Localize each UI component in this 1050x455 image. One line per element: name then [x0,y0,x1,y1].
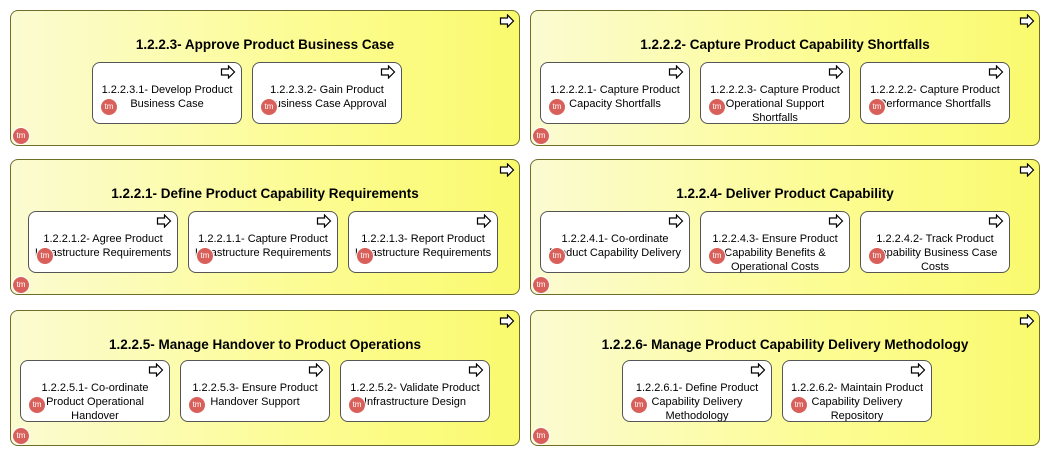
tm-badge-icon: tm [12,276,30,294]
activity-arrow-icon [988,214,1004,228]
activity-label: 1.2.2.1.1- Capture Product Infrastructur… [194,233,332,259]
activity-label: 1.2.2.2.3- Capture Product Operational S… [710,84,840,124]
tm-badge-icon: tm [868,98,886,116]
tm-badge-icon: tm [12,427,30,445]
activity-label: 1.2.2.5.3- Ensure Product Handover Suppo… [192,382,318,408]
activity-arrow-icon [1019,314,1035,328]
group-manage-handover[interactable]: 1.2.2.5- Manage Handover to Product Oper… [10,310,520,446]
tm-badge-icon: tm [28,396,46,414]
group-title: 1.2.2.4- Deliver Product Capability [676,186,894,201]
group-capture-shortfalls[interactable]: 1.2.2.2- Capture Product Capability Shor… [530,10,1040,146]
tm-badge-icon: tm [36,247,54,265]
group-deliver-capability[interactable]: 1.2.2.4- Deliver Product Capability tm 1… [530,159,1040,295]
tm-badge-icon: tm [532,276,550,294]
tm-badge-icon: tm [100,98,118,116]
activity-box[interactable]: 1.2.2.3.2- Gain Product Business Case Ap… [252,62,402,124]
activity-arrow-icon [1019,14,1035,28]
activity-label: 1.2.2.1.2- Agree Product Infrastructure … [34,233,172,259]
tm-badge-icon: tm [708,98,726,116]
group-delivery-methodology[interactable]: 1.2.2.6- Manage Product Capability Deliv… [530,310,1040,446]
activity-arrow-icon [750,363,766,377]
tm-badge-icon: tm [790,396,808,414]
activity-box[interactable]: 1.2.2.1.3- Report Product Infrastructure… [348,211,498,273]
tm-badge-icon: tm [12,127,30,145]
tm-badge-icon: tm [708,247,726,265]
tm-badge-icon: tm [630,396,648,414]
tm-badge-icon: tm [188,396,206,414]
activity-label: 1.2.2.4.3- Ensure Product Capability Ben… [712,233,838,273]
group-title: 1.2.2.2- Capture Product Capability Shor… [640,37,930,52]
activity-box[interactable]: 1.2.2.4.1- Co-ordinate Product Capabilit… [540,211,690,273]
group-title: 1.2.2.5- Manage Handover to Product Oper… [108,337,422,352]
activity-arrow-icon [476,214,492,228]
activity-box[interactable]: 1.2.2.2.1- Capture Product Capacity Shor… [540,62,690,124]
activity-label: 1.2.2.1.3- Report Product Infrastructure… [354,233,492,259]
tm-badge-icon: tm [356,247,374,265]
activity-arrow-icon [499,314,515,328]
activity-arrow-icon [468,363,484,377]
activity-label: 1.2.2.5.2- Validate Product Infrastructu… [350,382,480,408]
group-title: 1.2.2.3- Approve Product Business Case [135,37,395,52]
activity-arrow-icon [499,14,515,28]
activity-arrow-icon [156,214,172,228]
tm-badge-icon: tm [532,127,550,145]
tm-badge-icon: tm [548,98,566,116]
activity-box[interactable]: 1.2.2.2.2- Capture Product Performance S… [860,62,1010,124]
activity-arrow-icon [828,65,844,79]
activity-arrow-icon [668,214,684,228]
activity-arrow-icon [668,65,684,79]
activity-arrow-icon [380,65,396,79]
activity-label: 1.2.2.3.1- Develop Product Business Case [101,84,233,110]
activity-label: 1.2.2.5.1- Co-ordinate Product Operation… [41,382,149,422]
activity-label: 1.2.2.6.2- Maintain Product Capability D… [790,382,924,422]
activity-label: 1.2.2.4.2- Track Product Capability Busi… [872,233,998,273]
activity-box[interactable]: 1.2.2.1.1- Capture Product Infrastructur… [188,211,338,273]
activity-arrow-icon [988,65,1004,79]
activity-arrow-icon [316,214,332,228]
activity-arrow-icon [148,363,164,377]
group-define-requirements[interactable]: 1.2.2.1- Define Product Capability Requi… [10,159,520,295]
activity-box[interactable]: 1.2.2.1.2- Agree Product Infrastructure … [28,211,178,273]
group-title: 1.2.2.1- Define Product Capability Requi… [111,186,419,201]
tm-badge-icon: tm [532,427,550,445]
activity-arrow-icon [308,363,324,377]
activity-box[interactable]: 1.2.2.5.1- Co-ordinate Product Operation… [20,360,170,422]
group-approve-business-case[interactable]: 1.2.2.3- Approve Product Business Case t… [10,10,520,146]
activity-box[interactable]: 1.2.2.5.2- Validate Product Infrastructu… [340,360,490,422]
tm-badge-icon: tm [348,396,366,414]
activity-arrow-icon [828,214,844,228]
activity-label: 1.2.2.2.2- Capture Product Performance S… [870,84,1000,110]
activity-arrow-icon [499,163,515,177]
tm-badge-icon: tm [868,247,886,265]
activity-arrow-icon [910,363,926,377]
tm-badge-icon: tm [196,247,214,265]
activity-label: 1.2.2.4.1- Co-ordinate Product Capabilit… [548,233,682,259]
activity-box[interactable]: 1.2.2.4.3- Ensure Product Capability Ben… [700,211,850,273]
activity-box[interactable]: 1.2.2.3.1- Develop Product Business Case… [92,62,242,124]
tm-badge-icon: tm [548,247,566,265]
activity-box[interactable]: 1.2.2.2.3- Capture Product Operational S… [700,62,850,124]
activity-arrow-icon [220,65,236,79]
activity-box[interactable]: 1.2.2.6.1- Define Product Capability Del… [622,360,772,422]
activity-label: 1.2.2.2.1- Capture Product Capacity Shor… [550,84,680,110]
activity-box[interactable]: 1.2.2.4.2- Track Product Capability Busi… [860,211,1010,273]
tm-badge-icon: tm [260,98,278,116]
activity-box[interactable]: 1.2.2.6.2- Maintain Product Capability D… [782,360,932,422]
activity-box[interactable]: 1.2.2.5.3- Ensure Product Handover Suppo… [180,360,330,422]
activity-arrow-icon [1019,163,1035,177]
group-title: 1.2.2.6- Manage Product Capability Deliv… [601,337,969,352]
activity-label: 1.2.2.3.2- Gain Product Business Case Ap… [267,84,387,110]
activity-label: 1.2.2.6.1- Define Product Capability Del… [635,382,759,422]
